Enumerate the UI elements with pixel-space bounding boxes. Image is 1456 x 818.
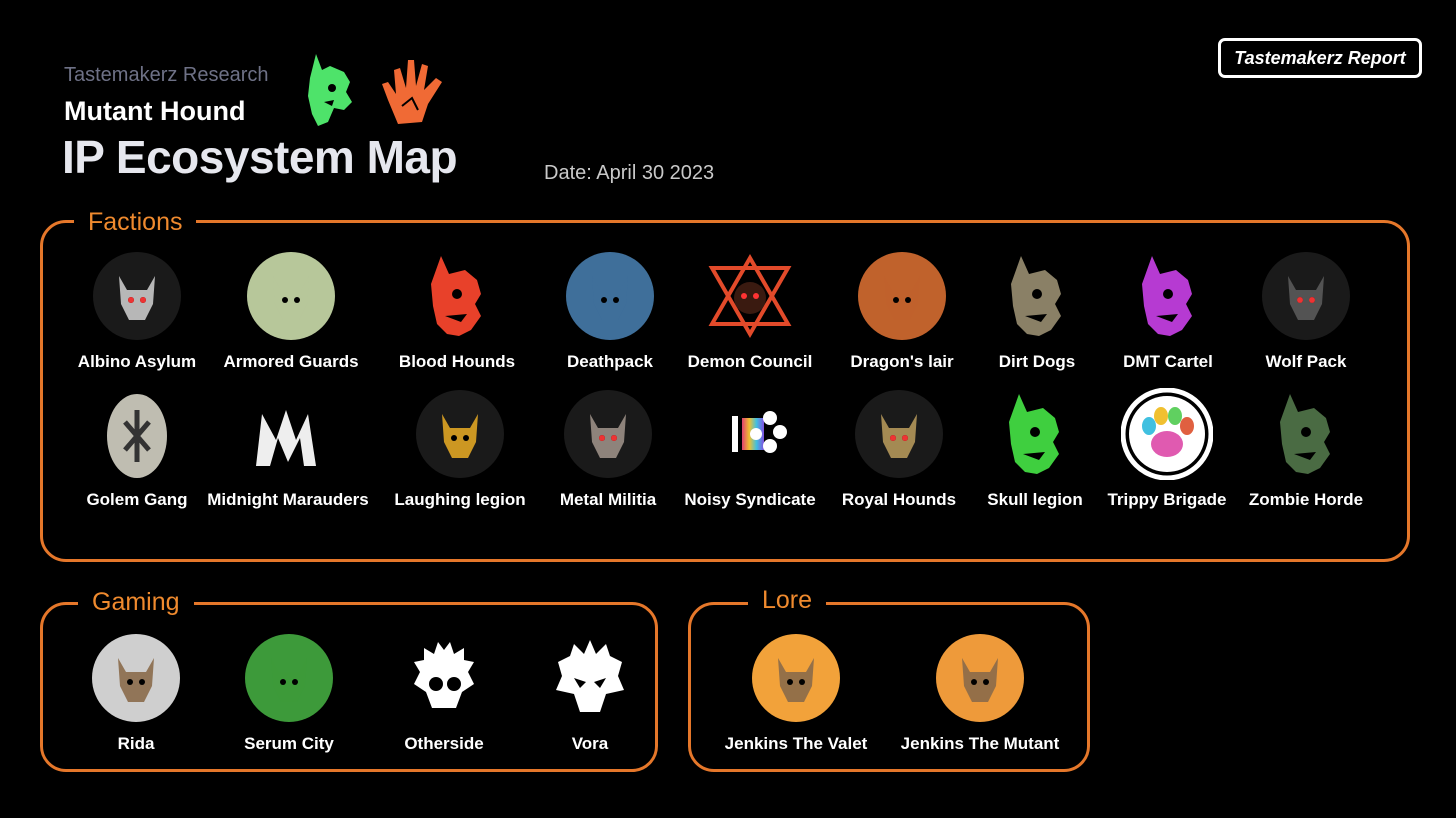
- factions-item-label: Noisy Syndicate: [684, 490, 816, 509]
- demon-triangle-icon: [708, 253, 792, 339]
- factions-item[interactable]: Trippy Brigade: [1077, 388, 1257, 510]
- jenkins-valet-avatar-icon: [752, 634, 840, 722]
- factions-item[interactable]: DMT Cartel: [1078, 250, 1258, 372]
- psychedelic-hound-icon: [1142, 256, 1192, 336]
- factions-item[interactable]: Armored Guards: [201, 250, 381, 372]
- factions-item-label: Dirt Dogs: [998, 352, 1076, 371]
- factions-item[interactable]: Metal Militia: [518, 388, 698, 510]
- red-dripping-hound-icon: [431, 256, 481, 336]
- factions-item[interactable]: Blood Hounds: [367, 250, 547, 372]
- wolf-emblem-icon: [1262, 252, 1350, 340]
- factions-item-label: Midnight Marauders: [207, 490, 369, 509]
- factions-item-label: Blood Hounds: [398, 352, 516, 371]
- dragon-head-icon: [858, 252, 946, 340]
- gaming-item[interactable]: Otherside: [354, 632, 534, 754]
- rida-avatar-icon: [92, 634, 180, 722]
- factions-item-label: Albino Asylum: [77, 352, 197, 371]
- factions-item[interactable]: Demon Council: [660, 250, 840, 372]
- factions-item[interactable]: Midnight Marauders: [198, 388, 378, 510]
- tastemakerz-report-button[interactable]: Tastemakerz Report: [1218, 38, 1422, 78]
- factions-item-label: Demon Council: [687, 352, 813, 371]
- jenkins-mutant-avatar-icon: [936, 634, 1024, 722]
- midnight-m-icon: [256, 410, 316, 466]
- orange-hand-logo-icon: [382, 60, 442, 124]
- gaming-item[interactable]: Rida: [46, 632, 226, 754]
- factions-label: Factions: [74, 208, 197, 237]
- lore-item[interactable]: Jenkins The Mutant: [890, 632, 1070, 754]
- factions-item-label: Armored Guards: [223, 352, 359, 371]
- factions-item[interactable]: Dirt Dogs: [947, 250, 1127, 372]
- green-hound-head-icon: [247, 252, 335, 340]
- factions-item-label: Royal Hounds: [841, 490, 957, 509]
- factions-panel: [40, 220, 1410, 562]
- factions-item[interactable]: Skull legion: [945, 388, 1125, 510]
- metal-gear-hound-icon: [564, 390, 652, 478]
- factions-item-label: Golem Gang: [86, 490, 188, 509]
- gaming-item[interactable]: Serum City: [199, 632, 379, 754]
- factions-item[interactable]: Noisy Syndicate: [660, 388, 840, 510]
- project-name: Mutant Hound: [64, 96, 246, 126]
- factions-item[interactable]: Dragon's lair: [812, 250, 992, 372]
- gaming-panel: [40, 602, 658, 772]
- lore-label: Lore: [748, 586, 827, 615]
- factions-item[interactable]: Laughing legion: [370, 388, 550, 510]
- white-wolf-shield-icon: [93, 252, 181, 340]
- factions-item[interactable]: Wolf Pack: [1216, 250, 1396, 372]
- factions-item-label: Dragon's lair: [850, 352, 954, 371]
- trippy-paw-icon: [1121, 388, 1213, 480]
- factions-item-label: Deathpack: [567, 352, 653, 371]
- factions-item-label: Metal Militia: [559, 490, 657, 509]
- royal-hound-crown-icon: [855, 390, 943, 478]
- factions-item[interactable]: Golem Gang: [47, 388, 227, 510]
- lore-item[interactable]: Jenkins The Valet: [706, 632, 886, 754]
- laughing-hound-icon: [416, 390, 504, 478]
- date-label: Date: April 30 2023: [544, 162, 715, 184]
- research-subtitle: Tastemakerz Research: [64, 64, 269, 86]
- factions-item[interactable]: Royal Hounds: [809, 388, 989, 510]
- lore-panel: [688, 602, 1090, 772]
- factions-item-label: Wolf Pack: [1265, 352, 1347, 371]
- green-hound-logo-icon: [308, 54, 352, 126]
- gaming-label: Gaming: [78, 588, 194, 617]
- lore-item-label: Jenkins The Valet: [724, 734, 868, 753]
- factions-item-label: Zombie Horde: [1248, 490, 1364, 509]
- dirt-dog-head-icon: [1011, 256, 1061, 336]
- gaming-item-label: Otherside: [404, 734, 484, 753]
- factions-item[interactable]: Albino Asylum: [47, 250, 227, 372]
- factions-item[interactable]: Deathpack: [520, 250, 700, 372]
- factions-item[interactable]: Zombie Horde: [1216, 388, 1396, 510]
- zombie-hound-icon: [1280, 394, 1330, 474]
- factions-item-label: Laughing legion: [394, 490, 526, 509]
- otherside-logo-icon: [414, 642, 474, 708]
- skull-hound-circle-icon: [566, 252, 654, 340]
- lore-item-label: Jenkins The Mutant: [900, 734, 1060, 753]
- gaming-item[interactable]: Vora: [500, 632, 680, 754]
- page-title: IP Ecosystem Map: [62, 131, 458, 183]
- factions-item-label: Skull legion: [987, 490, 1083, 509]
- serum-city-icon: [245, 634, 333, 722]
- noisy-paw-icon: [732, 411, 787, 453]
- green-skull-hound-icon: [1009, 394, 1059, 474]
- vora-logo-icon: [556, 640, 624, 712]
- gaming-item-label: Serum City: [244, 734, 334, 753]
- factions-item-label: DMT Cartel: [1123, 352, 1213, 371]
- factions-item-label: Trippy Brigade: [1107, 490, 1227, 509]
- gaming-item-label: Rida: [117, 734, 155, 753]
- rune-stone-icon: [107, 394, 167, 478]
- gaming-item-label: Vora: [571, 734, 609, 753]
